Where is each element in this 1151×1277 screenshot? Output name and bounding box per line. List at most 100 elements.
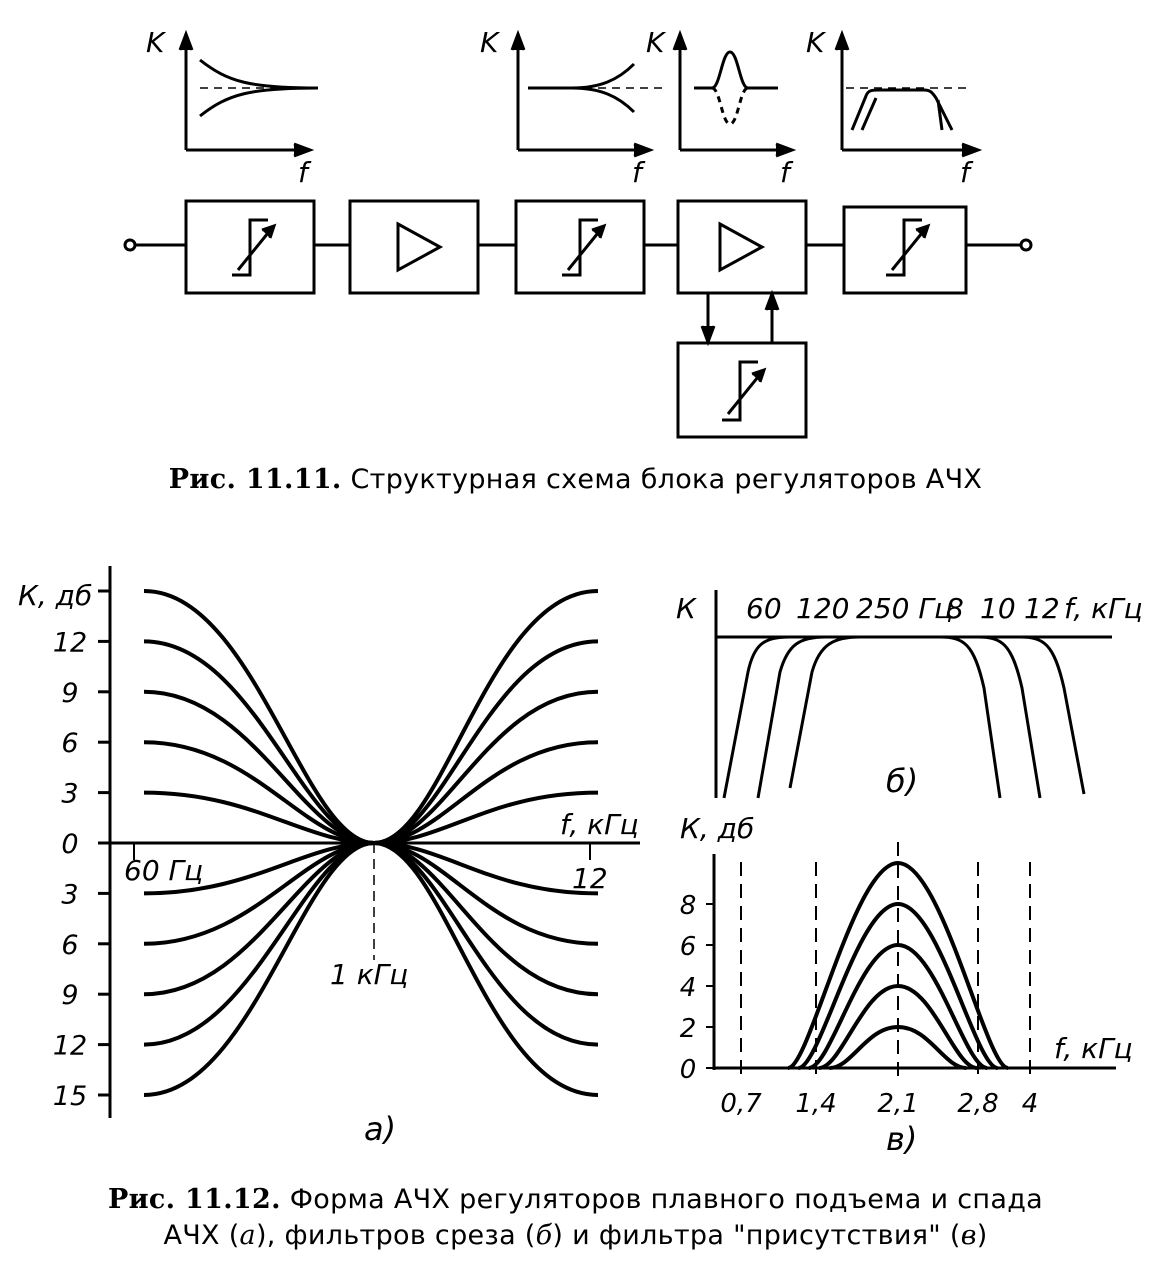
filter-symbol-icon <box>232 218 268 277</box>
chart-c-curve-4db <box>818 983 978 1070</box>
mini-graph-1-y-label: K <box>146 26 167 59</box>
chart-a-tick-label: 12 <box>53 1031 87 1062</box>
chart-b-label-12: 12 <box>1024 592 1060 625</box>
chart-c-panel-label: в) <box>886 1120 917 1158</box>
cutoff-curve-10k <box>977 635 1042 799</box>
chart-a-curve-6db <box>143 740 599 846</box>
block-filter-1 <box>184 199 316 295</box>
chart-c-y-tick-label: 8 <box>680 891 697 921</box>
chart-a-curve-9db <box>143 689 599 846</box>
chart-a-curve--15db <box>143 840 599 1097</box>
block-filter-3 <box>842 205 968 295</box>
chart-c-curve-6db <box>808 942 988 1070</box>
mini-graph-4-y-label: K <box>806 26 827 59</box>
chart-c-curve-8db <box>797 901 999 1070</box>
caption-label: Рис. 11.11. <box>168 464 342 495</box>
chart-a-tick-label: 15 <box>53 1081 87 1112</box>
chart-a-curve--3db <box>143 840 599 896</box>
chart-a-x-label: f, кГц <box>560 808 639 841</box>
caption-part: ), фильтров среза ( <box>255 1220 536 1251</box>
chart-a-y-label: К, дб <box>18 579 92 612</box>
caption-label: Рис. 11.12. <box>107 1184 281 1215</box>
chart-c-curve-10db <box>787 860 1009 1070</box>
output-terminal <box>1019 238 1033 252</box>
chart-b-label-8: 8 <box>946 592 964 625</box>
figure-11-11-caption: Рис. 11.11. Структурная схема блока регу… <box>0 462 1151 498</box>
chart-a-x-center-label: 1 кГц <box>330 958 408 991</box>
chart-b-label-120: 120 <box>796 592 849 625</box>
caption-italic: а <box>239 1220 256 1251</box>
caption-text-1: Форма АЧХ регуляторов плавного подъема и… <box>289 1184 1044 1215</box>
chart-c-y-label: К, дб <box>680 812 754 845</box>
chart-b-label-60: 60 <box>746 592 782 625</box>
chart-c-y-tick-label: 4 <box>680 973 697 1003</box>
signal-chain <box>123 199 1033 439</box>
caption-part: ) и фильтра "присутствия" ( <box>552 1220 961 1251</box>
mini-graph-1 <box>178 29 319 158</box>
chart-b-y-label: К <box>676 592 697 625</box>
chart-a-tick-label: 12 <box>53 627 87 658</box>
chart-c-y-tick-label: 2 <box>680 1014 697 1044</box>
caption-text: Структурная схема блока регуляторов АЧХ <box>350 464 983 495</box>
filter-symbol-icon <box>886 218 922 277</box>
mini-graph-3-x-label: f <box>780 156 794 189</box>
chart-a-tick-label: 6 <box>61 728 78 759</box>
chart-c-x-tick-label: 4 <box>1022 1089 1039 1119</box>
cutoff-curve-60 <box>722 635 1000 799</box>
cutoff-curve-8k <box>939 635 1002 799</box>
chart-a-x-right-label: 12 <box>572 862 608 895</box>
chart-a-curve--6db <box>143 840 599 946</box>
figure-11-12-caption: Рис. 11.12. Форма АЧХ регуляторов плавно… <box>0 1182 1151 1254</box>
chart-b-label-10: 10 <box>980 592 1016 625</box>
chart-a-curve-12db <box>143 639 599 846</box>
caption-line-2: АЧХ (а), фильтров среза (б) и фильтра "п… <box>0 1218 1151 1254</box>
chart-c-curves <box>787 860 1009 1070</box>
chart-a-tick-label: 9 <box>61 678 78 709</box>
chart-b-panel-label: б) <box>886 762 918 800</box>
chart-c-x-tick-label: 2,8 <box>957 1089 998 1119</box>
chart-a-curves <box>143 589 599 1097</box>
mini-graph-2 <box>510 29 662 158</box>
chart-a-tick-label: 3 <box>61 779 78 810</box>
cutoff-curve-250 <box>788 635 1000 789</box>
block-amplifier-1 <box>348 199 480 295</box>
mini-graph-3 <box>672 29 797 158</box>
chart-b-curves <box>722 635 1086 799</box>
caption-part: ) <box>976 1220 988 1251</box>
caption-italic: в <box>960 1220 977 1251</box>
block-symbols <box>232 218 931 422</box>
chart-b-x-label: f, кГц <box>1064 592 1143 625</box>
filter-symbol-icon <box>722 360 758 422</box>
mini-graph-4 <box>834 29 983 158</box>
filter-symbol-icon <box>562 218 598 277</box>
chart-c-y-tick-label: 0 <box>680 1055 697 1085</box>
caption-italic: б <box>535 1220 553 1251</box>
chart-c-x-tick-label: 1,4 <box>795 1089 836 1119</box>
chart-a-tick-label: 9 <box>61 980 78 1011</box>
chart-a-curve-3db <box>143 790 599 846</box>
amplifier-symbol-icon <box>396 221 444 273</box>
chart-a-tick-label: 0 <box>61 829 78 860</box>
chart-a-x-left-label: 60 Гц <box>124 854 203 887</box>
chart-c-x-label: f, кГц <box>1054 1032 1133 1065</box>
chart-b-label-250: 250 Гц <box>856 592 953 625</box>
chart-c-y-tick-label: 6 <box>680 932 697 962</box>
mini-graph-1-x-label: f <box>298 156 312 189</box>
mini-graph-2-y-label: K <box>480 26 501 59</box>
cutoff-curve-120 <box>756 635 1000 799</box>
chart-c-curve-2db <box>829 1024 967 1070</box>
input-terminal <box>123 238 137 252</box>
block-filter-side <box>676 341 808 439</box>
chart-a-tick-label: 3 <box>61 879 78 910</box>
amplifier-symbol-icon <box>718 221 766 273</box>
chart-c-x-tick-label: 2,1 <box>877 1089 918 1119</box>
chart-a-curve-15db <box>143 589 599 846</box>
chart-a-ticks: 12 9 6 3 0 3 6 9 12 15 <box>53 589 110 1112</box>
chart-a-curve--12db <box>143 840 599 1047</box>
mini-graph-2-x-label: f <box>632 156 646 189</box>
chart-a-tick-label: 6 <box>61 930 78 961</box>
chart-a-panel-label: а) <box>364 1110 396 1148</box>
cutoff-curve-12k <box>1019 635 1086 795</box>
